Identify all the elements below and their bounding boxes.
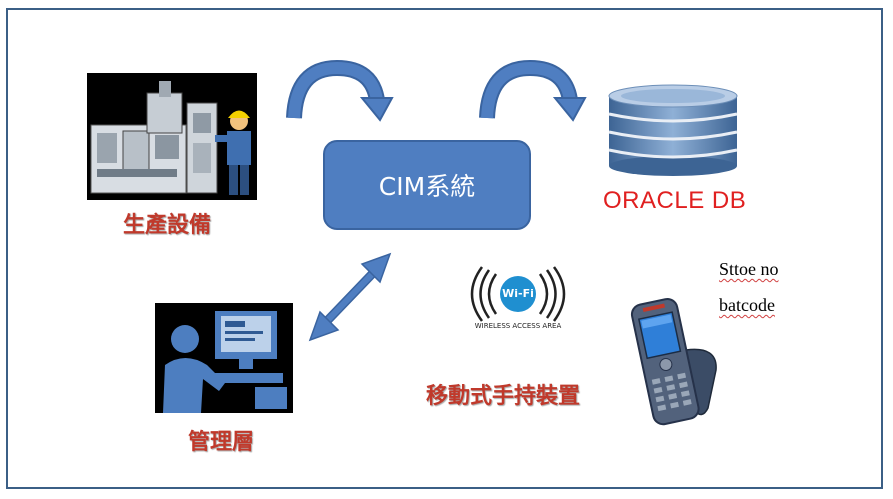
wifi-caption: WIRELESS ACCESS AREA xyxy=(474,322,562,330)
cim-system-box: CIM系統 xyxy=(323,140,531,230)
cim-system-label: CIM系統 xyxy=(378,172,476,201)
production-equipment-image xyxy=(87,73,257,200)
handheld-scanner-image xyxy=(630,298,717,426)
mobile-device-label: 移動式手持裝置 xyxy=(426,384,581,409)
wifi-waves-icon xyxy=(470,266,566,322)
diagram-frame xyxy=(6,8,883,489)
wifi-badge-text: Wi-Fi xyxy=(502,287,534,300)
note-line-2: batcode xyxy=(719,295,775,315)
management-label: 管理層 xyxy=(188,430,255,455)
note-line-1: Sttoe no xyxy=(719,259,779,279)
curved-arrow-left xyxy=(286,59,394,122)
curved-arrow-right xyxy=(479,59,587,122)
oracle-db-label: ORACLE DB xyxy=(603,187,747,214)
production-equipment-label: 生產設備 xyxy=(123,213,212,238)
double-arrow xyxy=(308,252,392,342)
wifi-sign: Wi-Fi WIRELESS ACCESS AREA xyxy=(462,266,574,336)
oracle-database-icon xyxy=(608,84,738,176)
management-computer-image xyxy=(155,303,293,413)
